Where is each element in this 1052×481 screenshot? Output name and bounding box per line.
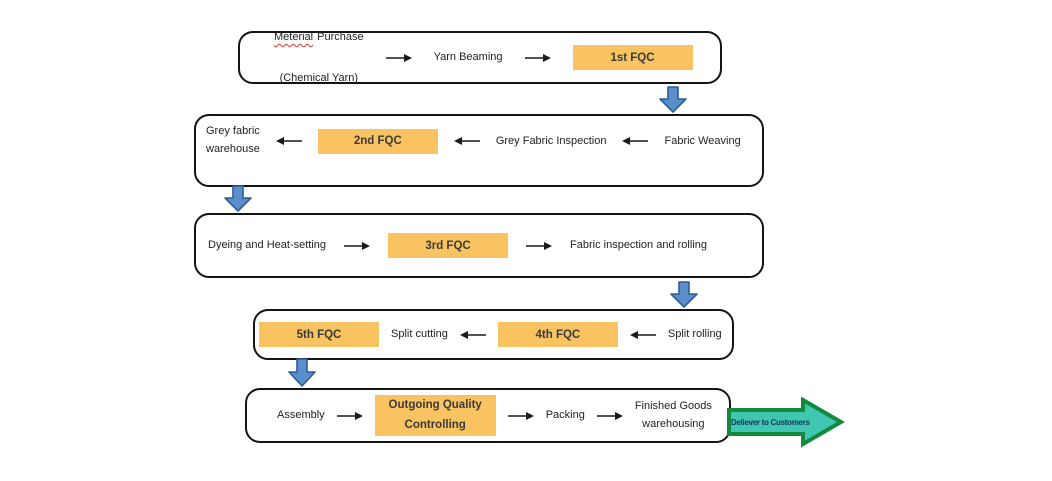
material-line2: (Chemical Yarn) [279,71,359,84]
assembly-label: Assembly [277,409,325,422]
arrow-left-icon [453,137,480,145]
fqc-5-box: 5th FQC [259,322,379,347]
delivery-arrow-icon [727,396,845,448]
split-rolling-label: Split rolling [667,328,722,341]
dyeing-label: Dyeing and Heat-setting [208,239,327,252]
arrow-right-icon [336,411,363,420]
grey-inspection-label: Grey Fabric Inspection [495,134,607,147]
arrow-right-icon [344,241,371,250]
fabric-weaving-label: Fabric Weaving [664,134,741,147]
arrow-right-icon [507,411,534,420]
finished-goods-label: Finished Goods warehousing [634,399,712,430]
fqc-4-box: 4th FQC [497,322,618,347]
fabric-rolling-label: Fabric inspection and rolling [570,239,707,252]
stage-box-dyeing: Dyeing and Heat-setting 3rd FQC Fabric i… [194,213,764,278]
stage-box-assembly: Assembly Outgoing Quality Controlling Pa… [245,388,731,443]
arrow-left-icon [629,330,656,339]
grey-warehouse-label: Grey fabric warehouse [206,125,260,155]
material-rest: Purchase [317,30,364,43]
yarn-beaming-label: Yarn Beaming [433,51,503,64]
material-word: Meterial [274,30,314,43]
fqc-1-box: 1st FQC [572,45,693,70]
down-arrow-icon [224,185,252,212]
arrow-left-icon [622,137,649,145]
packing-label: Packing [545,409,585,422]
stage-box-split: 5th FQC Split cutting 4th FQC Split roll… [253,309,734,360]
arrow-left-icon [459,330,486,339]
down-arrow-icon [288,358,316,387]
down-arrow-icon [659,86,687,113]
arrow-right-icon [385,53,412,62]
arrow-right-icon [596,411,623,420]
arrow-right-icon [524,53,551,62]
stage-box-weaving: Grey fabric warehouse 2nd FQC Grey Fabri… [194,114,764,187]
delivery-label: Deliever to Customers [731,417,810,427]
outgoing-qc-box: Outgoing Quality Controlling [374,395,496,436]
down-arrow-icon [670,281,698,308]
delivery-arrow: Deliever to Customers [727,396,845,448]
arrow-left-icon [275,137,302,145]
fqc-2-box: 2nd FQC [317,128,438,154]
fqc-3-box: 3rd FQC [388,233,509,258]
split-cutting-label: Split cutting [391,328,448,341]
arrow-right-icon [526,241,553,250]
